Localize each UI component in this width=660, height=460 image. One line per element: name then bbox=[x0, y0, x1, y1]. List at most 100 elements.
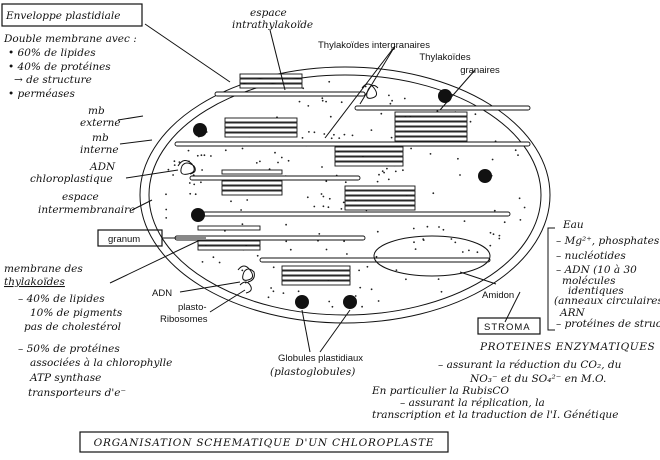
stroma-line-1: Eau bbox=[562, 219, 584, 231]
inner-membrane-label-1: mb bbox=[92, 132, 109, 144]
stroma-dot bbox=[308, 131, 310, 133]
thylakoid-membrane-heading-1: membrane des bbox=[4, 263, 83, 275]
stroma-dot bbox=[325, 180, 328, 183]
top-labels: espace intrathylakoïde Thylakoïdes inter… bbox=[232, 7, 500, 76]
stroma-dot bbox=[188, 182, 191, 184]
stroma-dot bbox=[514, 149, 517, 152]
outer-membrane-label-1: mb bbox=[88, 105, 105, 117]
stroma-line-8: ARN bbox=[559, 307, 585, 319]
stroma-dot bbox=[200, 154, 203, 157]
stroma-dot bbox=[200, 181, 202, 184]
granum-4 bbox=[334, 146, 404, 167]
stroma-dot bbox=[376, 180, 379, 183]
granum-7 bbox=[197, 225, 261, 251]
stroma-dot bbox=[173, 164, 176, 167]
stroma-dot bbox=[381, 170, 384, 173]
stroma-dot bbox=[212, 256, 215, 259]
stroma-dot bbox=[402, 169, 404, 172]
outer-membrane bbox=[139, 66, 551, 324]
stroma-dot bbox=[429, 153, 432, 155]
stroma-dot bbox=[201, 169, 204, 171]
stroma-dot bbox=[498, 237, 501, 240]
stroma-dot bbox=[440, 290, 443, 293]
stroma-dot bbox=[329, 115, 332, 118]
intrathylakoid-label-1: espace bbox=[250, 7, 287, 19]
stroma-dot bbox=[246, 199, 249, 201]
stroma-dot bbox=[432, 192, 435, 195]
stroma-dot bbox=[361, 305, 363, 308]
envelope-heading: Enveloppe plastidiale bbox=[5, 10, 120, 22]
stroma-dot bbox=[218, 261, 221, 264]
stroma-dot bbox=[322, 205, 325, 208]
globules-label-1: Globules plastidiaux bbox=[278, 353, 363, 364]
stroma-dot bbox=[172, 174, 175, 176]
stroma-line-2: – Mg²⁺, phosphates bbox=[556, 235, 660, 247]
stroma-dot bbox=[403, 97, 406, 100]
stroma-dot bbox=[359, 286, 362, 289]
stroma-dot bbox=[201, 261, 204, 263]
plastoglobules bbox=[191, 89, 492, 309]
stroma-dot bbox=[277, 161, 279, 164]
stroma-line-5: molécules bbox=[562, 275, 616, 287]
enzymes-line-4: – assurant la réplication, la bbox=[400, 397, 545, 409]
stroma-dot bbox=[272, 266, 275, 269]
stroma-dot bbox=[230, 200, 232, 203]
stroma-dot bbox=[256, 254, 259, 257]
stroma-dot bbox=[354, 295, 357, 297]
thylakoid-line-4: – 50% de protéines bbox=[18, 343, 120, 355]
stroma-dot bbox=[457, 157, 459, 160]
stroma-dot bbox=[328, 300, 331, 303]
stroma-dot bbox=[307, 105, 310, 107]
stroma-dot bbox=[241, 269, 244, 272]
stroma-dot bbox=[366, 265, 369, 268]
stroma-dot bbox=[282, 292, 285, 294]
enzymes-heading: PROTEINES ENZYMATIQUES : bbox=[479, 341, 660, 353]
stroma-dot bbox=[322, 195, 325, 198]
stroma-line-7: (anneaux circulaires)) bbox=[554, 295, 660, 307]
thylakoid-line-2: 10% de pigments bbox=[30, 307, 123, 319]
stroma-dot bbox=[342, 201, 345, 204]
stroma-dot bbox=[492, 233, 495, 236]
stroma-dot bbox=[437, 278, 440, 280]
stroma-dot bbox=[270, 287, 272, 289]
stroma-dot bbox=[489, 231, 492, 234]
stroma-dot bbox=[358, 269, 360, 272]
stroma-label: STROMA bbox=[484, 322, 531, 333]
stroma-dot bbox=[203, 154, 206, 157]
intermembrane-label-1: espace bbox=[62, 191, 99, 203]
stroma-dot bbox=[389, 102, 392, 105]
stroma-dot bbox=[387, 178, 390, 181]
envelope-line-5: • perméases bbox=[8, 88, 76, 100]
inner-membrane-label-2: interne bbox=[80, 144, 119, 156]
grana-stacks bbox=[197, 73, 468, 286]
stroma-line-3: – nucléotides bbox=[556, 250, 626, 262]
stroma-dot bbox=[224, 149, 227, 152]
stroma-dot bbox=[210, 155, 212, 157]
stroma-dot bbox=[196, 154, 199, 157]
stroma-dot bbox=[377, 300, 380, 302]
stroma-dot bbox=[414, 248, 417, 251]
thylakoid-line-1: – 40% de lipides bbox=[18, 293, 105, 305]
stroma-dot bbox=[386, 167, 388, 170]
stroma-dot bbox=[454, 241, 457, 244]
enzymes-line-2: NO₃⁻ et du SO₄²⁻ en M.O. bbox=[469, 373, 606, 385]
stroma-dot bbox=[340, 208, 343, 210]
stroma-dot bbox=[321, 99, 324, 102]
stroma-dot bbox=[410, 147, 412, 150]
stroma-dot bbox=[422, 238, 425, 241]
granal-label-1: Thylakoïdes bbox=[419, 52, 470, 63]
stroma-dot bbox=[491, 158, 494, 161]
envelope-annotation: Enveloppe plastidiale Double membrane av… bbox=[1, 3, 143, 100]
starch-grain bbox=[373, 235, 491, 277]
stroma-dot bbox=[241, 147, 244, 150]
stroma-dot bbox=[194, 193, 197, 196]
stroma-dots bbox=[165, 80, 526, 308]
stroma-label-box: STROMA bbox=[477, 317, 541, 335]
stroma-dot bbox=[259, 160, 261, 163]
stroma-dot bbox=[370, 288, 373, 291]
stroma-dot bbox=[503, 221, 506, 224]
stroma-dot bbox=[476, 251, 479, 254]
stroma-dot bbox=[321, 166, 323, 168]
stroma-dot bbox=[306, 196, 309, 199]
